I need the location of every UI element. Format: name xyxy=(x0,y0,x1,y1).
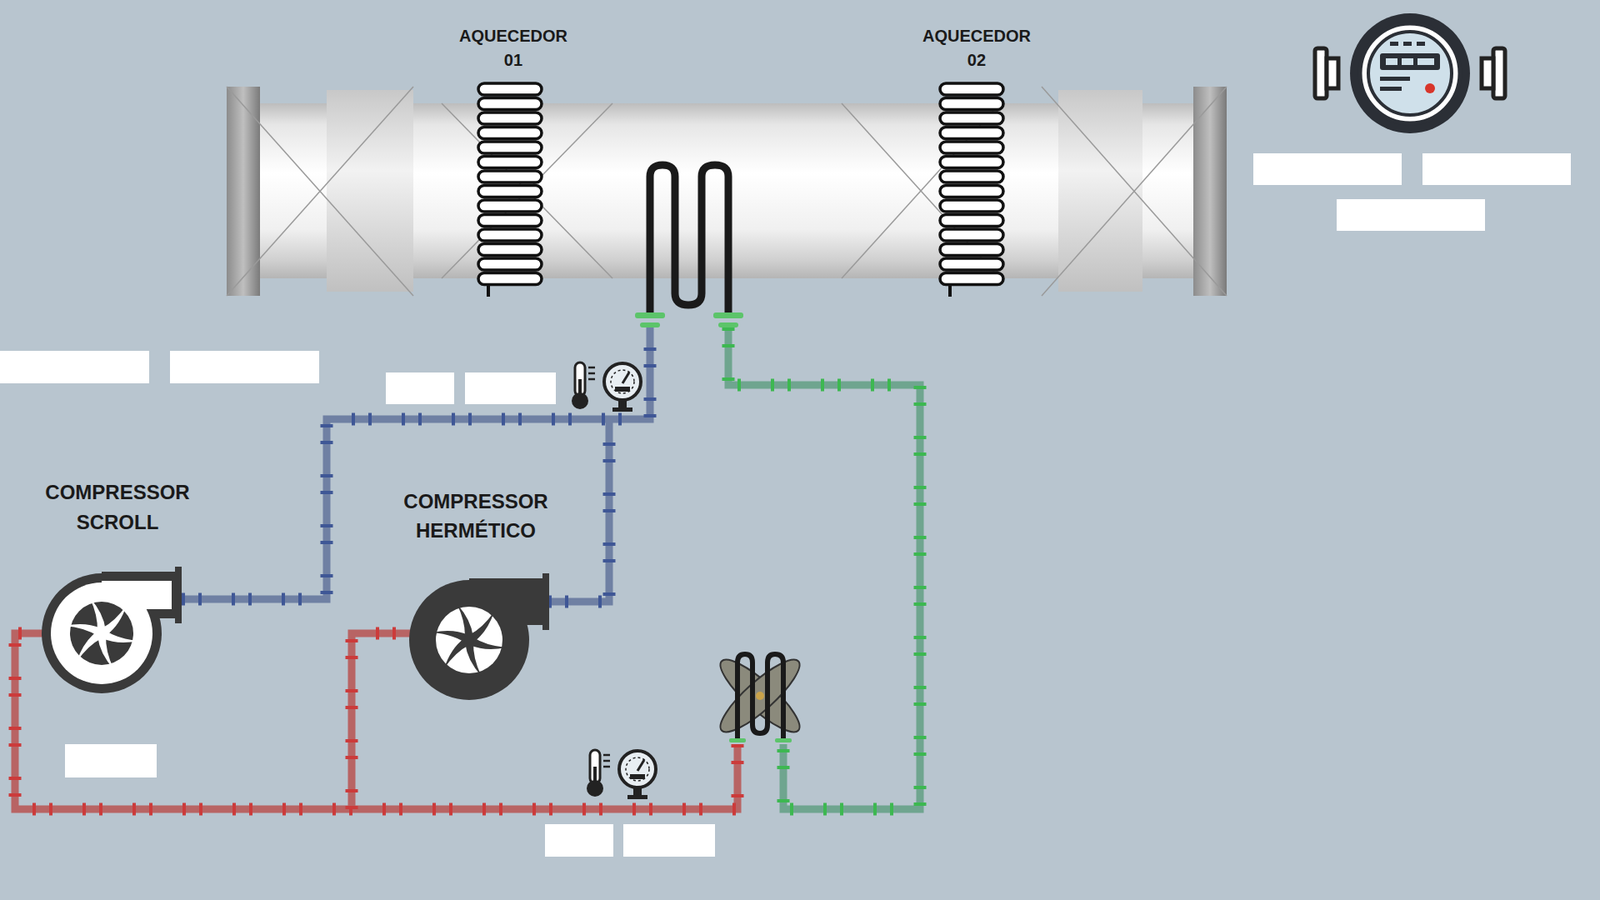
energy-meter-icon xyxy=(1315,13,1505,134)
pressure-gauge-icon xyxy=(604,363,641,412)
discharge-pipe xyxy=(351,633,414,810)
thermometer-icon xyxy=(571,362,595,410)
hermetic-compressor xyxy=(409,573,550,700)
thermometer-icon xyxy=(586,750,610,797)
condenser-fan xyxy=(712,650,809,743)
compressor-node: COMPRESSOR SCROLL xyxy=(45,477,190,693)
pipe-joints xyxy=(351,633,414,810)
pipe-joints xyxy=(728,327,920,810)
heater-coil xyxy=(478,83,542,297)
suction-pipe xyxy=(548,419,610,602)
node-heading: COMPRESSOR SCROLL xyxy=(45,477,190,538)
node-heading: COMPRESSOR HERMÉTICO xyxy=(403,486,548,545)
pressure-gauge-icon xyxy=(619,750,656,800)
duct-filter xyxy=(326,90,414,292)
blank-fields xyxy=(0,153,1571,857)
heater-coil xyxy=(940,83,1004,297)
pipe-joints xyxy=(548,419,610,602)
compressor-node: COMPRESSOR HERMÉTICO xyxy=(403,486,548,700)
node-heading: AQUECEDOR 01 xyxy=(459,24,568,73)
evaporator-coil xyxy=(650,165,729,317)
node-heading: AQUECEDOR 02 xyxy=(922,24,1031,73)
scroll-compressor xyxy=(41,566,182,694)
liquid-pipe xyxy=(728,327,920,810)
coil-flanges xyxy=(635,312,744,328)
heater-label-node: AQUECEDOR 02 xyxy=(922,24,1031,296)
heater-label-node: AQUECEDOR 01 xyxy=(459,24,568,296)
pipes xyxy=(15,327,920,810)
